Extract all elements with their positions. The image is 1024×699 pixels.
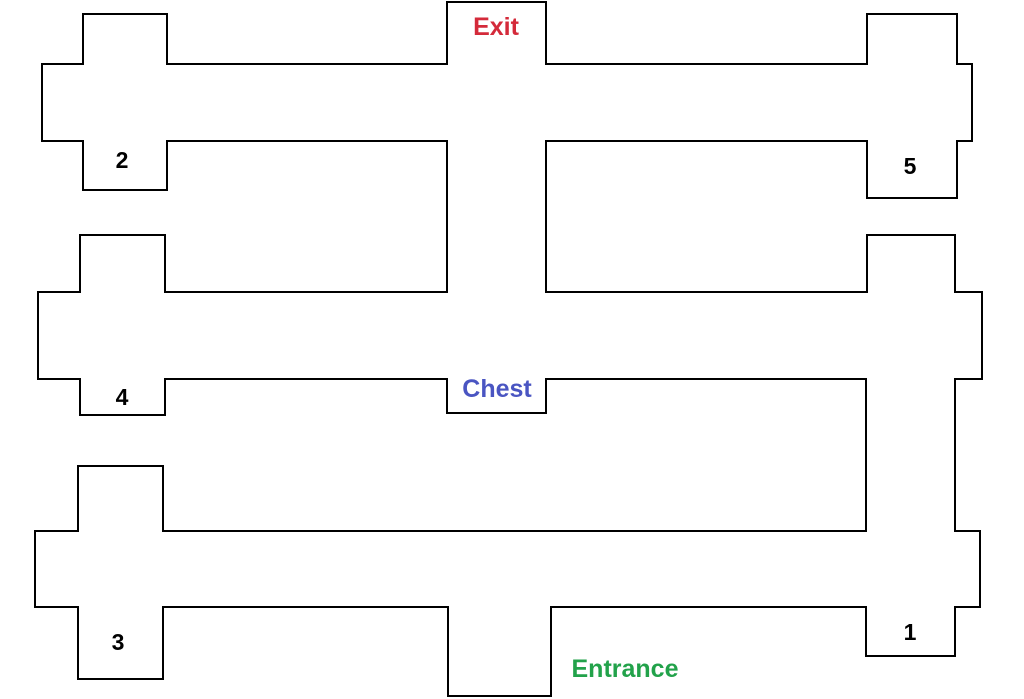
room-4-label: 4 bbox=[116, 384, 129, 410]
chest-label: Chest bbox=[462, 375, 532, 403]
exit-label: Exit bbox=[473, 13, 520, 41]
entrance-label: Entrance bbox=[572, 655, 679, 683]
wall-outline bbox=[34, 1, 983, 697]
room-1-label: 1 bbox=[904, 619, 917, 645]
room-3-label: 3 bbox=[112, 629, 125, 655]
room-5-label: 5 bbox=[904, 153, 917, 179]
room-2-label: 2 bbox=[116, 147, 129, 173]
